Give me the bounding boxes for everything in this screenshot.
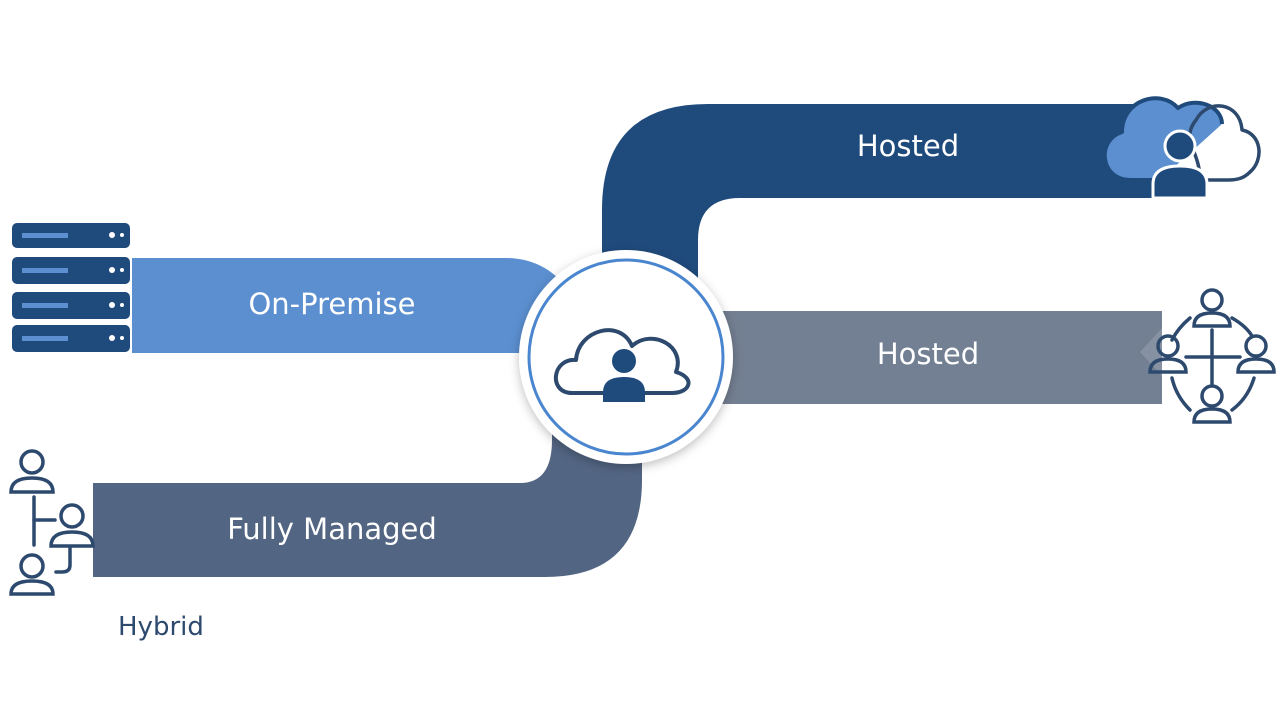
fully-managed-band: [93, 420, 642, 577]
right-user-network-icon: [1148, 288, 1276, 424]
hosted-middle-label: Hosted: [877, 337, 979, 371]
on-premise-label: On-Premise: [248, 287, 415, 321]
hosted-middle-band: [700, 311, 1162, 404]
hosted-middle-arrow: [1140, 328, 1162, 376]
left-user-network-icon: [9, 449, 95, 596]
on-premise-band: [132, 258, 572, 353]
top-right-cloud-user-icon: [1102, 96, 1261, 200]
hosted-top-band: [602, 104, 1170, 300]
hub: [519, 250, 733, 464]
hosted-top-label: Hosted: [857, 129, 959, 163]
hub-cloud-user-icon: [554, 328, 691, 402]
fully-managed-label: Fully Managed: [227, 512, 437, 546]
server-rack-icon: [12, 223, 130, 352]
hybrid-label: Hybrid: [118, 612, 204, 642]
